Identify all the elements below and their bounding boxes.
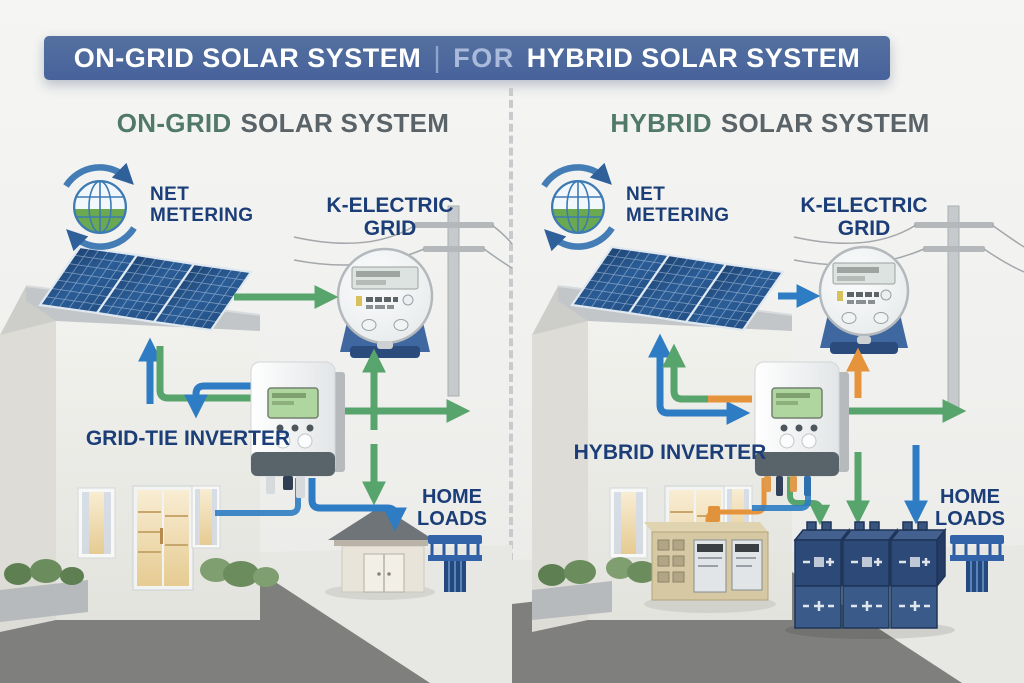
left-panel-heading: ON-GRID SOLAR SYSTEM [60, 108, 506, 139]
arrow-to-inverter-label [184, 382, 256, 419]
net-metering-label: NET METERING [150, 184, 254, 226]
on-grid-panel: ON-GRID SOLAR SYSTEM NET METERING K-ELECT… [0, 108, 512, 683]
energy-flow-arrows [648, 284, 967, 530]
battery-markings [803, 557, 930, 611]
hybrid-inverter [754, 361, 849, 496]
generator [644, 506, 776, 613]
right-panel-heading: HYBRID SOLAR SYSTEM [542, 108, 998, 139]
heading-accent: HYBRID [610, 108, 712, 138]
banner-right-title: HYBRID SOLAR SYSTEM [526, 42, 861, 73]
arrow-to-shed-blue [308, 478, 407, 532]
battery [841, 521, 899, 629]
home-loads-building-icon [950, 535, 1004, 592]
arrow-house-panels-inverter [648, 333, 751, 425]
arrow-panels-green [662, 343, 710, 403]
house-window [609, 487, 648, 559]
bushes [0, 558, 279, 622]
wire-inverter-to-house [752, 478, 811, 511]
electric-meter [818, 245, 910, 354]
home-loads-label: HOME LOADS [417, 486, 487, 530]
home-loads-building-icon [428, 535, 482, 592]
grid-tie-inverter [250, 361, 345, 498]
heading-accent: ON-GRID [116, 108, 232, 138]
banner-left-title: ON-GRID SOLAR SYSTEM [73, 42, 422, 73]
shed [325, 506, 435, 600]
heading-rest: SOLAR SYSTEM [720, 108, 930, 138]
wire-panels-to-inverter [156, 346, 252, 402]
energy-flow-arrows [138, 285, 471, 532]
panel-divider [509, 88, 513, 680]
electric-meter [336, 247, 434, 358]
on-grid-illustration [0, 162, 512, 683]
k-electric-grid-label: K-ELECTRIC GRID [326, 194, 454, 241]
home-loads-label: HOME LOADS [935, 486, 1005, 530]
banner-connector: FOR [453, 42, 515, 73]
hybrid-panel: HYBRID SOLAR SYSTEM NET METERING K-ELECTR… [512, 0, 1024, 683]
hybrid-illustration [512, 162, 1024, 683]
battery [793, 521, 851, 629]
net-metering-label: NET METERING [626, 184, 730, 226]
wire-inverter-to-house [215, 478, 301, 516]
house-window [77, 487, 116, 559]
battery [889, 521, 947, 629]
house-window [191, 485, 221, 549]
heading-rest: SOLAR SYSTEM [240, 108, 450, 138]
solar-panel-array [570, 245, 785, 332]
net-metering-icon [63, 162, 137, 252]
banner-separator: | [433, 41, 442, 74]
house-door [132, 485, 194, 591]
k-electric-grid-label: K-ELECTRIC GRID [800, 194, 928, 241]
battery-bank [785, 521, 955, 639]
title-banner: ON-GRID SOLAR SYSTEM | FOR HYBRID SOLAR … [44, 36, 890, 80]
net-metering-icon [541, 162, 615, 252]
solar-panel-array [38, 245, 253, 332]
bushes [532, 557, 657, 620]
